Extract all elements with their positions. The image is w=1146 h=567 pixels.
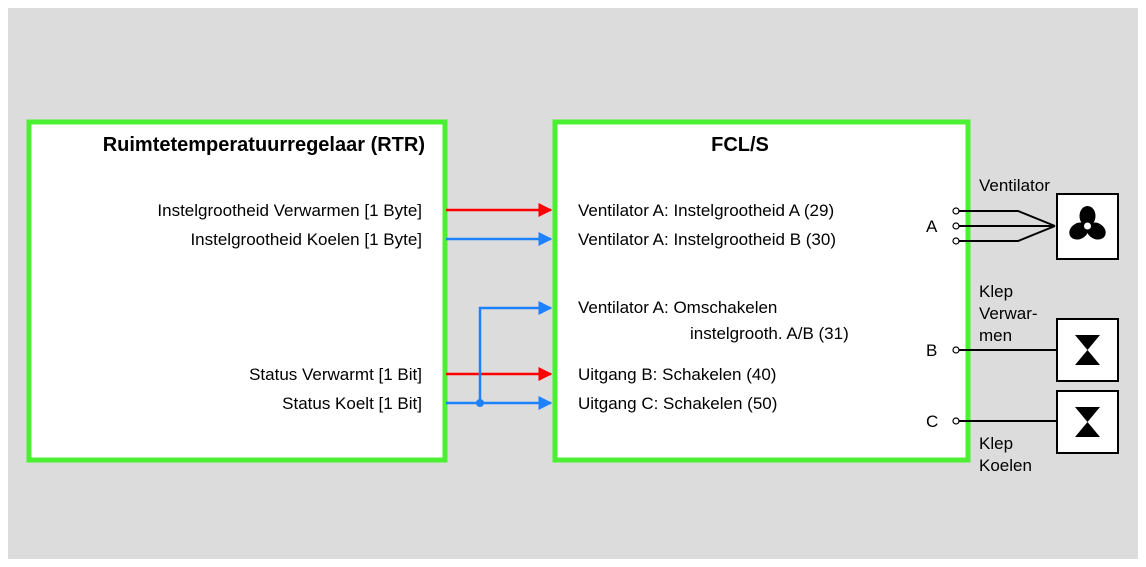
fcl-title: FCL/S [711, 134, 769, 156]
fan-wire-3 [959, 225, 1056, 242]
valve-cooling-device: Klep Koelen [979, 390, 1119, 475]
terminal-a-pin-2 [952, 222, 960, 230]
terminal-a-label: A [926, 217, 938, 236]
connections [446, 203, 553, 410]
fan-label: Ventilator [979, 176, 1050, 195]
branch-junction-dot [476, 399, 484, 407]
valve-heating-label-2: Verwar- [979, 304, 1038, 323]
fan-device: Ventilator [979, 176, 1119, 260]
terminal-a-pin-1 [952, 207, 960, 215]
valve-icon [1075, 335, 1100, 365]
switch-ab-branch-line [478, 301, 553, 403]
valve-cooling-label-1: Klep [979, 434, 1013, 453]
fcl-box: FCL/S Ventilator A: Instelgrootheid A (2… [552, 119, 971, 463]
terminal-c-label: C [926, 412, 938, 431]
rtr-output-cool-setpoint: Instelgrootheid Koelen [1 Byte] [190, 230, 422, 249]
valve-cooling-box [1056, 390, 1119, 454]
valve-heating-device: Klep Verwar- men [979, 282, 1119, 382]
valve-heating-label-3: men [979, 326, 1012, 345]
rtr-output-heat-setpoint: Instelgrootheid Verwarmen [1 Byte] [157, 201, 422, 220]
fcl-input-fan-switch-line2: instelgrooth. A/B (31) [690, 324, 849, 343]
rtr-title: Ruimtetemperatuurregelaar (RTR) [103, 134, 425, 156]
fcl-input-output-c-switch: Uitgang C: Schakelen (50) [578, 394, 777, 413]
terminal-b-pin [952, 346, 960, 354]
valve-icon [1075, 407, 1100, 437]
fcl-input-fan-switch-line1: Ventilator A: Omschakelen [578, 298, 777, 317]
fan-icon [1069, 206, 1106, 240]
valve-heating-label-1: Klep [979, 282, 1013, 301]
fcl-input-fan-setpoint-a: Ventilator A: Instelgrootheid A (29) [578, 201, 834, 220]
rtr-output-status-cooling: Status Koelt [1 Bit] [282, 394, 422, 413]
fan-wire-1 [959, 210, 1056, 227]
fcl-input-output-b-switch: Uitgang B: Schakelen (40) [578, 365, 776, 384]
valve-heating-box [1056, 318, 1119, 382]
terminal-b-label: B [926, 341, 937, 360]
terminal-c-pin [952, 417, 960, 425]
terminal-a-pin-3 [952, 237, 960, 245]
terminals: A B C [926, 207, 1057, 431]
fcl-input-fan-setpoint-b: Ventilator A: Instelgrootheid B (30) [578, 230, 836, 249]
valve-cooling-label-2: Koelen [979, 456, 1032, 475]
rtr-output-status-heating: Status Verwarmt [1 Bit] [249, 365, 422, 384]
rtr-box: Ruimtetemperatuurregelaar (RTR) Instelgr… [26, 119, 448, 463]
